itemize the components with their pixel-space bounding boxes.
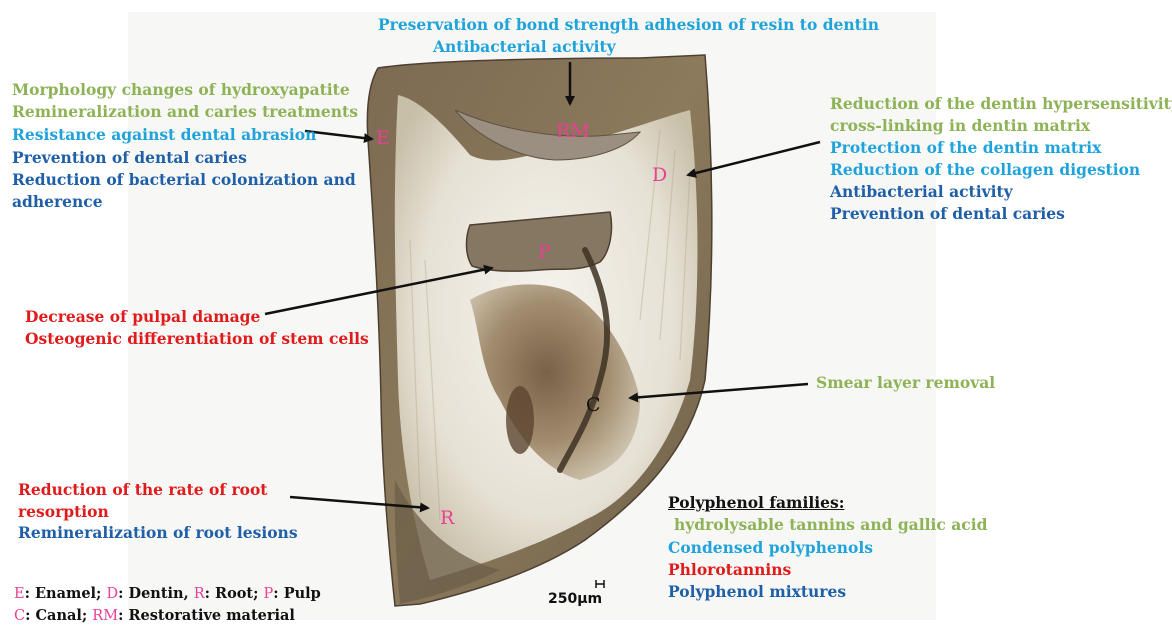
root-effect-item: resorption (18, 501, 109, 523)
key-abbr: RM (92, 608, 118, 624)
enamel-effect-item: Remineralization and caries treatments (12, 101, 358, 123)
pulp-effect-item: Osteogenic differentiation of stem cells (25, 328, 369, 350)
dentin-effect-item: Prevention of dental caries (830, 203, 1065, 225)
key-abbr: D (106, 586, 118, 602)
canal-effect-item: Smear layer removal (816, 372, 995, 394)
key-text: : Pulp (273, 585, 321, 602)
key-text: : Root; (205, 585, 264, 602)
label-dentin: D (652, 164, 667, 186)
legend-title: Polyphenol families: (668, 492, 844, 514)
dentin-effect-item: Reduction of the collagen digestion (830, 159, 1140, 181)
key-abbr: P (264, 586, 274, 602)
dentin-effect-item: Antibacterial activity (830, 181, 1013, 203)
dentin-effect-item: Protection of the dentin matrix (830, 137, 1101, 159)
label-restorative-material: RM (556, 120, 590, 142)
key-text: : Enamel; (25, 585, 107, 602)
label-root: R (440, 507, 454, 529)
enamel-effect-item: Reduction of bacterial colonization and (12, 169, 356, 191)
key-text: : Canal; (25, 607, 92, 624)
enamel-effect-item: Resistance against dental abrasion (12, 124, 316, 146)
top-effect-bond-strength: Preservation of bond strength adhesion o… (378, 14, 879, 36)
key-abbr: C (14, 608, 25, 624)
root-effect-item: Reduction of the rate of root (18, 479, 267, 501)
root-effect-item: Remineralization of root lesions (18, 522, 298, 544)
legend-item: Condensed polyphenols (668, 537, 873, 559)
label-enamel: E (376, 127, 390, 149)
label-canal: C (586, 394, 601, 416)
enamel-effect-item: Morphology changes of hydroxyapatite (12, 79, 350, 101)
pulp-effect-item: Decrease of pulpal damage (25, 306, 260, 328)
enamel-effect-item: adherence (12, 191, 103, 213)
dentin-effect-item: Reduction of the dentin hypersensitivity (830, 93, 1172, 115)
legend-item: Polyphenol mixtures (668, 581, 846, 603)
abbreviation-key: E: Enamel; D: Dentin, R: Root; P: Pulp C… (14, 583, 321, 627)
key-abbr: R (194, 586, 205, 602)
label-pulp: P (538, 241, 551, 263)
top-effect-antibacterial: Antibacterial activity (433, 36, 616, 58)
key-line-1: E: Enamel; D: Dentin, R: Root; P: Pulp (14, 583, 321, 605)
enamel-effect-item: Prevention of dental caries (12, 147, 247, 169)
key-abbr: E (14, 586, 25, 602)
dentin-effect-item: cross-linking in dentin matrix (830, 115, 1090, 137)
key-text: : Restorative material (118, 607, 295, 624)
key-text: : Dentin, (118, 585, 194, 602)
legend-item: hydrolysable tannins and gallic acid (674, 514, 987, 536)
scale-bar-label: 250µm (548, 588, 602, 610)
canal-center (506, 386, 534, 454)
legend-item: Phlorotannins (668, 559, 791, 581)
key-line-2: C: Canal; RM: Restorative material (14, 605, 321, 627)
